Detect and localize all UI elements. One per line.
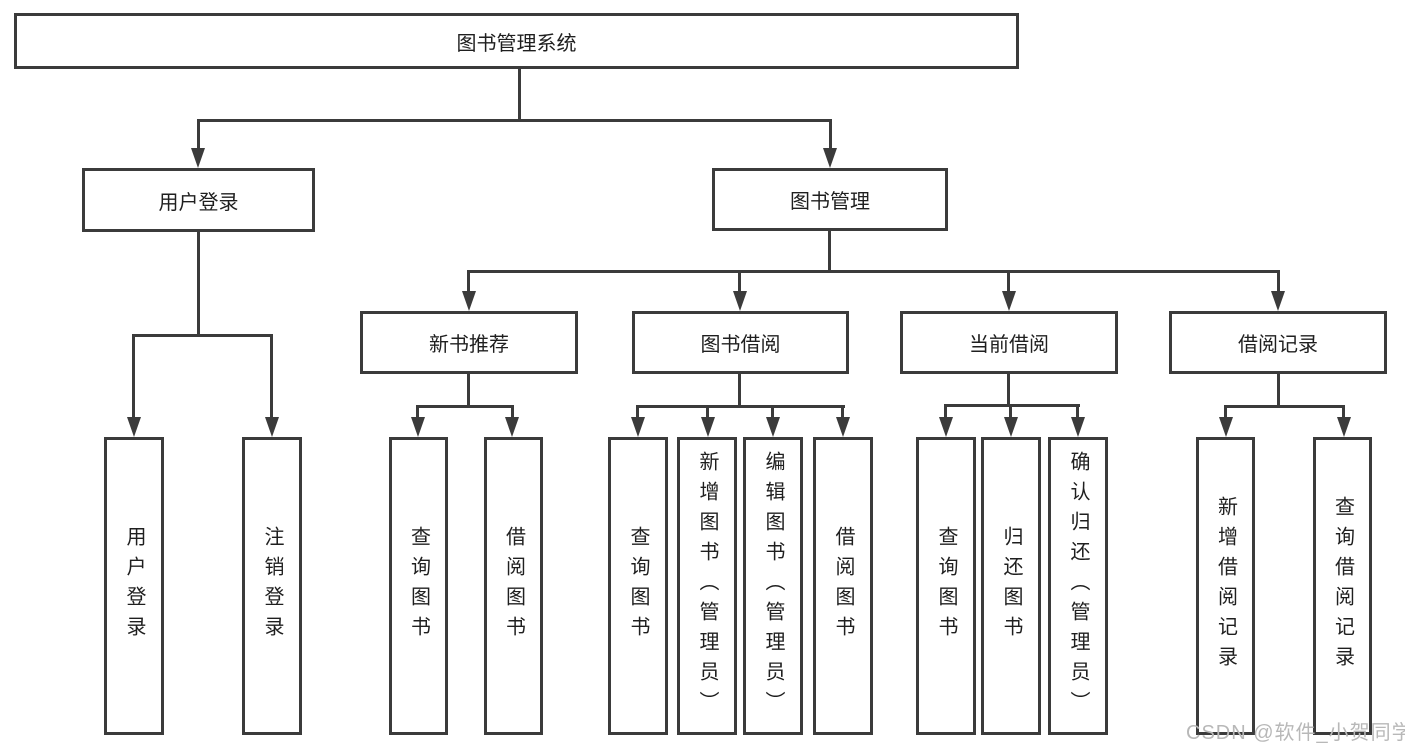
leaf-label: 注销登录 <box>261 526 283 646</box>
leaf-label: 编辑图书（管理员） <box>762 451 784 721</box>
connector-line <box>738 270 741 294</box>
arrowhead-icon <box>1002 291 1016 311</box>
connector-line <box>1007 374 1010 407</box>
connector-line <box>518 69 521 120</box>
arrowhead-icon <box>766 417 780 437</box>
node-borrow-records: 借阅记录 <box>1169 311 1387 374</box>
arrowhead-icon <box>191 148 205 168</box>
leaf-label: 查询借阅记录 <box>1331 496 1354 676</box>
leaf-cb-confirm-return-admin: 确认归还（管理员） <box>1048 437 1108 735</box>
connector-line <box>1342 405 1345 421</box>
arrowhead-icon <box>836 417 850 437</box>
connector-line <box>1224 405 1345 408</box>
leaf-br-query-record: 查询借阅记录 <box>1313 437 1372 735</box>
connector-line <box>636 405 639 421</box>
connector-line <box>706 405 709 421</box>
arrowhead-icon <box>701 417 715 437</box>
connector-line <box>416 405 419 421</box>
arrowhead-icon <box>1219 417 1233 437</box>
leaf-logout: 注销登录 <box>242 437 302 735</box>
leaf-cb-return-books: 归还图书 <box>981 437 1041 735</box>
connector-line <box>511 405 514 421</box>
connector-line <box>944 404 947 420</box>
arrowhead-icon <box>265 417 279 437</box>
arrowhead-icon <box>823 148 837 168</box>
connector-line <box>1076 404 1079 420</box>
leaf-bb-add-books-admin: 新增图书（管理员） <box>677 437 737 735</box>
leaf-label: 新增图书（管理员） <box>696 451 718 721</box>
leaf-br-add-record: 新增借阅记录 <box>1196 437 1255 735</box>
leaf-bb-borrow-books: 借阅图书 <box>813 437 873 735</box>
leaf-label: 查询图书 <box>407 526 430 646</box>
node-book-borrow: 图书借阅 <box>632 311 849 374</box>
connector-line <box>771 405 774 421</box>
arrowhead-icon <box>1004 417 1018 437</box>
connector-line <box>738 374 741 407</box>
arrowhead-icon <box>631 417 645 437</box>
connector-line <box>197 231 200 335</box>
connector-line <box>467 270 1280 273</box>
arrowhead-icon <box>733 291 747 311</box>
leaf-label: 借阅图书 <box>502 526 525 646</box>
node-user-login: 用户登录 <box>82 168 315 232</box>
connector-line <box>1224 405 1227 421</box>
leaf-cb-query-books: 查询图书 <box>916 437 976 735</box>
connector-line <box>467 374 470 407</box>
connector-line <box>636 405 845 408</box>
connector-line <box>132 334 135 420</box>
node-book-management: 图书管理 <box>712 168 948 231</box>
leaf-label: 查询图书 <box>627 526 649 646</box>
connector-line <box>1007 270 1010 294</box>
connector-line <box>132 334 273 337</box>
arrowhead-icon <box>411 417 425 437</box>
leaf-nb-query-books: 查询图书 <box>389 437 448 735</box>
leaf-label: 借阅图书 <box>832 526 854 646</box>
node-current-borrow: 当前借阅 <box>900 311 1118 374</box>
arrowhead-icon <box>505 417 519 437</box>
connector-line <box>1277 374 1280 407</box>
leaf-label: 用户登录 <box>123 526 145 646</box>
connector-line <box>1009 404 1012 420</box>
leaf-label: 查询图书 <box>935 526 957 646</box>
connector-line <box>467 270 470 294</box>
leaf-bb-query-books: 查询图书 <box>608 437 668 735</box>
connector-line <box>197 119 200 151</box>
connector-line <box>416 405 514 408</box>
node-new-book-recommend: 新书推荐 <box>360 311 578 374</box>
connector-line <box>1277 270 1280 294</box>
root-node: 图书管理系统 <box>14 13 1019 69</box>
leaf-user-login: 用户登录 <box>104 437 164 735</box>
arrowhead-icon <box>939 417 953 437</box>
arrowhead-icon <box>1071 417 1085 437</box>
connector-line <box>829 119 832 151</box>
connector-line <box>197 119 832 122</box>
connector-line <box>841 405 844 421</box>
arrowhead-icon <box>462 291 476 311</box>
leaf-label: 确认归还（管理员） <box>1067 451 1089 721</box>
arrowhead-icon <box>1271 291 1285 311</box>
arrowhead-icon <box>1337 417 1351 437</box>
leaf-label: 新增借阅记录 <box>1214 496 1237 676</box>
leaf-bb-edit-books-admin: 编辑图书（管理员） <box>743 437 803 735</box>
leaf-label: 归还图书 <box>1000 526 1022 646</box>
connector-line <box>270 334 273 420</box>
watermark: CSDN @软件_小贺同学 <box>1186 722 1405 744</box>
connector-line <box>944 404 1080 407</box>
connector-line <box>828 229 831 272</box>
arrowhead-icon <box>127 417 141 437</box>
leaf-nb-borrow-books: 借阅图书 <box>484 437 543 735</box>
